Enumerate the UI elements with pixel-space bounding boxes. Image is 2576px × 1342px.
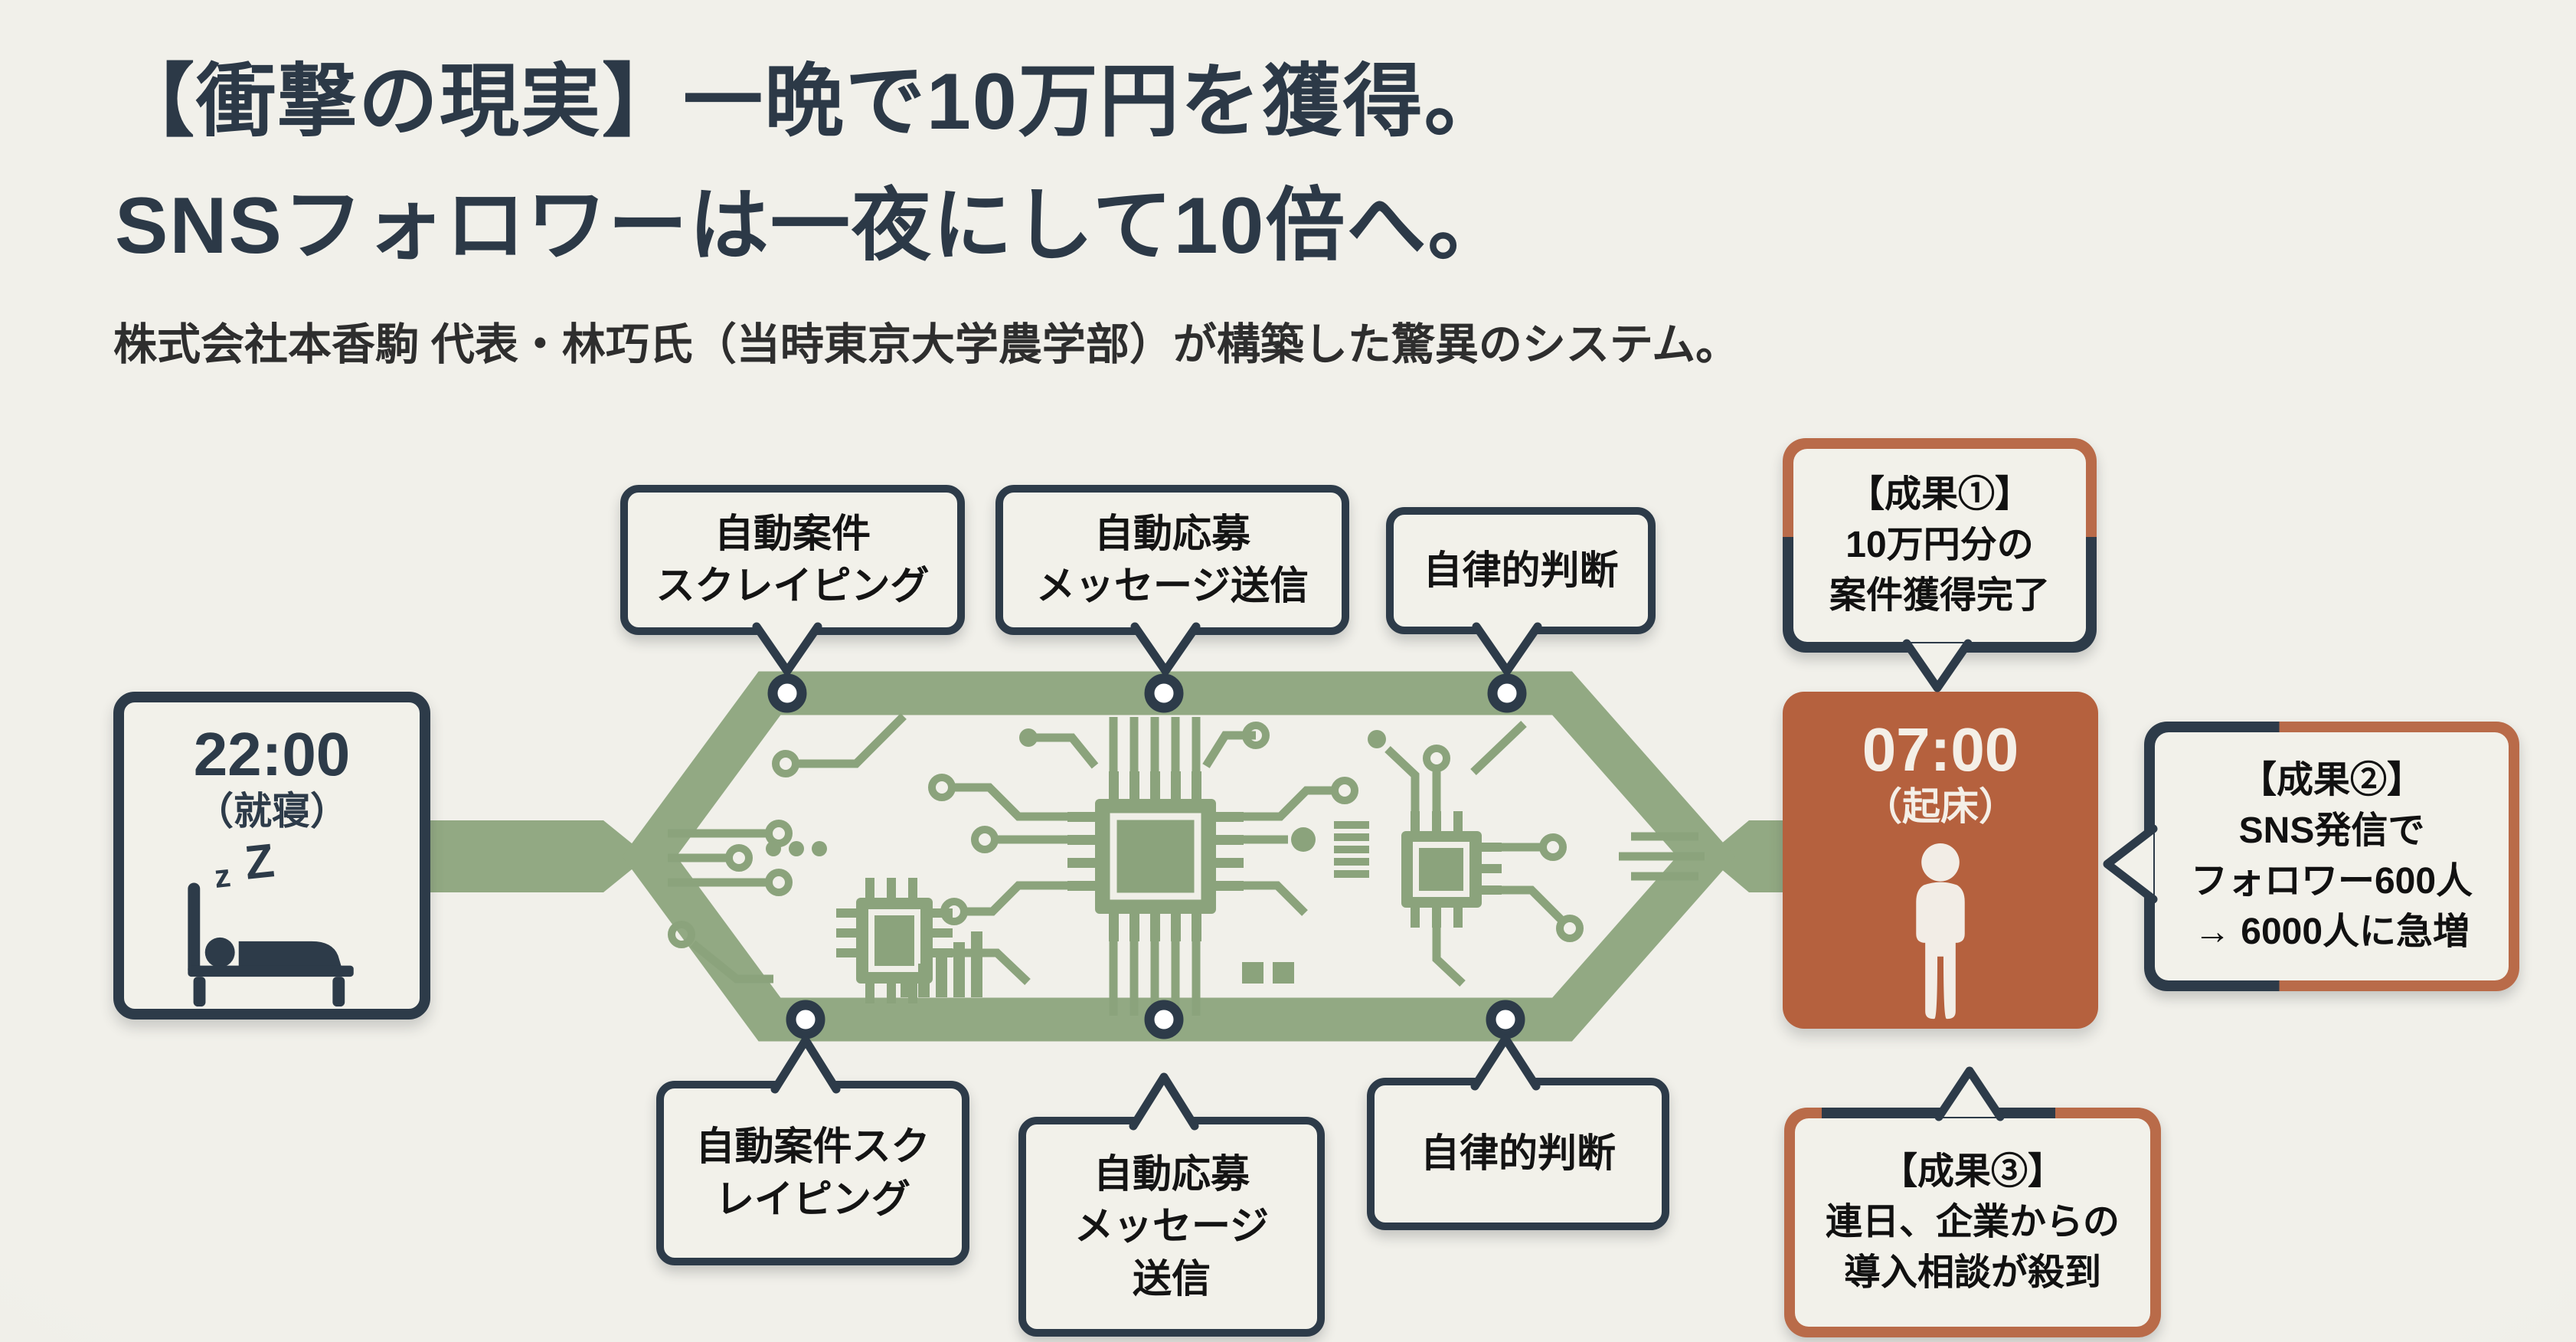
label-line: 自律的判断 — [1420, 1131, 1616, 1176]
standing-person-icon — [1916, 843, 1965, 1020]
result-2-heading: 【成果②】 — [2239, 759, 2424, 800]
circuit-hexagon-band — [622, 671, 1736, 1042]
wake-state: （起床） — [1864, 785, 2017, 828]
label-line: メッセージ — [1074, 1204, 1269, 1249]
sleep-time: 22:00 — [193, 720, 351, 788]
page-title: 【衝撃の現実】一晩で10万円を獲得。 SNSフォロワーは一夜にして10倍へ。 — [115, 40, 2336, 288]
label-line: 自律的判断 — [1423, 548, 1619, 592]
label-auto-message-bottom: 自動応募 メッセージ 送信 — [1018, 1117, 1325, 1337]
label-line: 自動案件 — [714, 511, 871, 555]
label-line: 自動応募 — [1093, 1152, 1250, 1196]
chip-small-right — [1401, 811, 1502, 928]
sleeping-in-bed-icon — [188, 882, 354, 1007]
left-connector-band — [423, 820, 648, 892]
label-line: レイピング — [714, 1177, 910, 1221]
wake-time-box: 07:00 （起床） — [1783, 692, 2098, 1029]
result-2-line: → 6000人に急増 — [2193, 912, 2470, 953]
result-3-line: 連日、企業からの — [1825, 1201, 2120, 1242]
result-2-box: 【成果②】 SNS発信で フォロワー600人 → 6000人に急増 — [2144, 722, 2519, 991]
result-1-heading: 【成果①】 — [1847, 473, 2032, 515]
label-line: 送信 — [1132, 1256, 1211, 1301]
label-auto-scraping-top: 自動案件 スクレイピング — [620, 485, 965, 635]
wake-time: 07:00 — [1862, 715, 2019, 784]
zzz-big: Z — [242, 834, 277, 890]
label-line: 自動案件スク — [695, 1124, 930, 1169]
result-1-line: 案件獲得完了 — [1829, 575, 2050, 617]
result-1-line: 10万円分の — [1845, 524, 2034, 565]
hexagon-ports — [767, 673, 1527, 1039]
result-3-box: 【成果③】 連日、企業からの 導入相談が殺到 — [1784, 1108, 2161, 1337]
result-3-line: 導入相談が殺到 — [1843, 1252, 2101, 1294]
result-2-line: SNS発信で — [2238, 810, 2425, 851]
label-line: スクレイピング — [655, 564, 930, 607]
label-line: メッセージ送信 — [1036, 564, 1309, 607]
label-line: 自動応募 — [1093, 511, 1250, 555]
stripe-stack — [1334, 821, 1369, 878]
chip-center — [1067, 771, 1244, 941]
label-auto-message-top: 自動応募 メッセージ送信 — [995, 485, 1349, 635]
result-3-heading: 【成果③】 — [1880, 1151, 2064, 1192]
title-line-2: SNSフォロワーは一夜にして10倍へ。 — [115, 182, 1509, 270]
title-line-1: 【衝撃の現実】一晩で10万円を獲得。 — [115, 57, 1505, 146]
zzz-small: z — [212, 857, 233, 895]
sleep-time-box: 22:00 （就寝） z Z — [113, 692, 430, 1020]
right-connector-band — [1706, 820, 1786, 892]
bar-chart-motif — [901, 931, 982, 997]
chip-small-left — [836, 878, 953, 1003]
label-autonomous-bottom: 自律的判断 — [1367, 1078, 1669, 1230]
zzz-text: z Z — [124, 834, 420, 895]
label-autonomous-top: 自律的判断 — [1386, 507, 1656, 634]
result-1-box: 【成果①】 10万円分の 案件獲得完了 — [1783, 438, 2097, 653]
page-subtitle: 株式会社本香駒 代表・林巧氏（当時東京大学農学部）が構築した驚異のシステム。 — [113, 320, 1740, 369]
circuit-pattern — [668, 713, 1705, 1016]
sleep-state: （就寝） — [195, 790, 348, 833]
label-auto-scraping-bottom: 自動案件スク レイピング — [656, 1081, 969, 1265]
result-2-line: フォロワー600人 — [2190, 861, 2473, 902]
